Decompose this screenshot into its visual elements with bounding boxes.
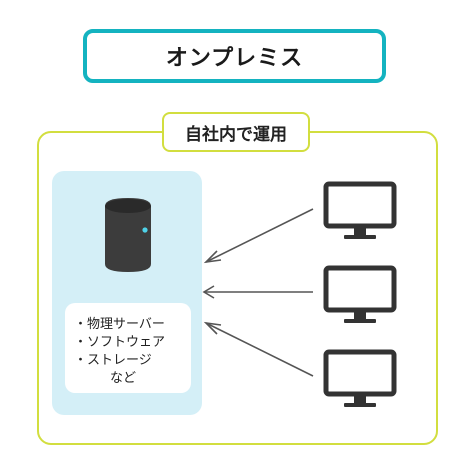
arrow-line xyxy=(205,322,314,377)
arrow-head-icon xyxy=(202,285,215,299)
page-title: オンプレミス xyxy=(165,46,304,71)
arrow-line xyxy=(205,208,314,263)
list-item: ・ソフトウェア xyxy=(74,335,166,350)
server-led-icon xyxy=(142,227,148,233)
monitor-icon xyxy=(323,349,397,407)
monitor-icon xyxy=(323,181,397,239)
server-icon xyxy=(105,198,151,272)
monitor-icon xyxy=(323,265,397,323)
list-item: など xyxy=(110,371,137,386)
arrow-head-icon xyxy=(203,250,222,264)
title-box: オンプレミス xyxy=(83,29,386,83)
server-contents-box: ・物理サーバー ・ソフトウェア ・ストレージ など xyxy=(65,303,191,393)
list-item: ・ストレージ xyxy=(74,353,152,368)
frame-label: 自社内で運用 xyxy=(162,112,310,152)
list-item: ・物理サーバー xyxy=(74,317,165,332)
arrow-head-icon xyxy=(203,321,222,335)
